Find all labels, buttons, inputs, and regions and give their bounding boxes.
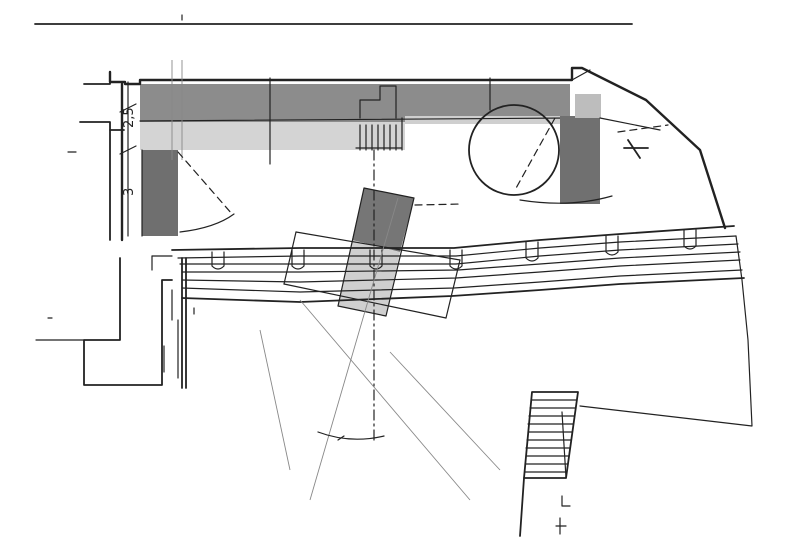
pier-footings bbox=[211, 229, 697, 270]
east-axis-markers bbox=[571, 69, 669, 159]
dimension-label-upper: 2,5 bbox=[122, 107, 137, 128]
southwest-step bbox=[83, 257, 173, 386]
west-wall-upper bbox=[83, 81, 111, 85]
plaza-dash-right bbox=[414, 203, 463, 206]
court-diagonal bbox=[514, 117, 556, 191]
west-swing-arc bbox=[179, 213, 235, 233]
lower-stair bbox=[519, 391, 579, 537]
west-swing-dashed bbox=[177, 151, 233, 215]
dimension-string: 2,5 3 bbox=[119, 81, 137, 237]
east-dark-column bbox=[560, 116, 600, 204]
east-light-column bbox=[575, 94, 601, 118]
court-arc bbox=[519, 195, 613, 204]
west-dark-column bbox=[142, 150, 178, 236]
gallery-inner-line bbox=[139, 117, 571, 122]
tower-dark-top bbox=[352, 188, 414, 252]
tower-light-body bbox=[338, 240, 400, 316]
circular-court bbox=[468, 104, 560, 196]
pencil-construction bbox=[259, 197, 501, 501]
terrace-bands bbox=[151, 225, 745, 303]
building-outline bbox=[35, 66, 727, 386]
tower-outline bbox=[337, 187, 415, 317]
gallery-section-marks bbox=[171, 60, 491, 165]
north-wall bbox=[108, 66, 727, 230]
gallery-stair bbox=[355, 85, 403, 151]
upper-gallery-block bbox=[139, 84, 571, 150]
dimension-label-lower: 3 bbox=[122, 188, 137, 196]
east-boundary bbox=[579, 235, 753, 427]
rotated-tower bbox=[337, 149, 415, 441]
gallery-right-light bbox=[405, 116, 570, 124]
west-wall-notch bbox=[79, 121, 125, 131]
west-terrace-edge bbox=[163, 257, 195, 389]
gallery-light-band bbox=[140, 122, 405, 150]
tower-frame bbox=[283, 231, 461, 319]
gallery-dark-band bbox=[140, 84, 570, 122]
